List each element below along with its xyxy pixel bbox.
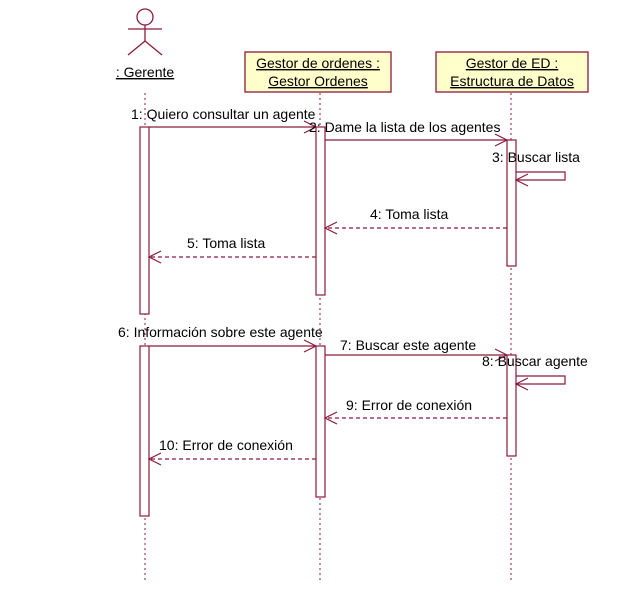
message-label: 8: Buscar agente xyxy=(482,353,588,369)
object-box-gestor-ed xyxy=(435,51,589,93)
activation-bar xyxy=(139,345,150,517)
message-label: 4: Toma lista xyxy=(370,206,449,222)
message-arrow xyxy=(325,133,509,147)
message-self-arrow xyxy=(514,171,566,187)
object-gestor-ed-line2: Estructura de Datos xyxy=(450,73,574,89)
message-label: 9: Error de conexión xyxy=(346,397,472,413)
message-arrow xyxy=(149,339,318,353)
actor-gerente xyxy=(127,8,163,56)
return-arrow xyxy=(147,452,316,466)
actor-left-leg xyxy=(127,40,146,56)
message-label: 2: Dame la lista de los agentes xyxy=(309,119,500,135)
actor-head xyxy=(136,8,154,26)
actor-right-leg xyxy=(144,40,163,56)
object-gestor-ordenes-line1: Gestor de ordenes : xyxy=(256,55,380,71)
message-arrow xyxy=(325,348,509,362)
return-arrow xyxy=(147,250,316,264)
activation-bar xyxy=(315,126,326,296)
message-label: 6: Información sobre este agente xyxy=(118,324,323,340)
message-label: 3: Buscar lista xyxy=(492,149,580,165)
return-arrow xyxy=(323,411,507,425)
message-label: 5: Toma lista xyxy=(187,235,266,251)
activation-bar xyxy=(506,354,517,457)
message-label: 10: Error de conexión xyxy=(159,437,293,453)
actor-label: : Gerente xyxy=(116,64,175,80)
message-arrow xyxy=(149,120,318,134)
return-arrow xyxy=(323,221,507,235)
object-gestor-ed-line1: Gestor de ED : xyxy=(466,55,559,71)
activation-bar xyxy=(139,126,150,315)
message-label: 7: Buscar este agente xyxy=(340,337,476,353)
object-gestor-ordenes-line2: Gestor Ordenes xyxy=(268,73,368,89)
message-label: 1: Quiero consultar un agente xyxy=(131,106,316,122)
activation-bar xyxy=(315,345,326,498)
message-self-arrow xyxy=(514,375,566,391)
object-box-gestor-ordenes xyxy=(244,51,392,93)
activation-bar xyxy=(506,139,517,267)
